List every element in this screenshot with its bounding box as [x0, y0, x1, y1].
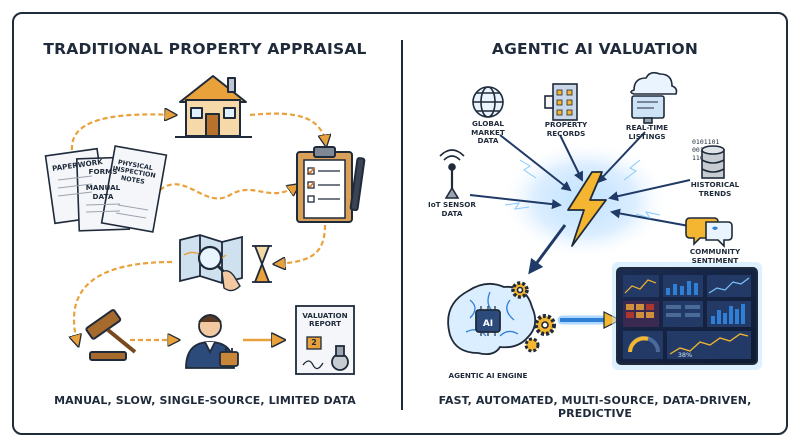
lightning-bolt-icon [567, 171, 607, 247]
appraiser-person-icon [185, 314, 239, 369]
globe-icon [472, 86, 504, 118]
left-panel-footer: MANUAL, SLOW, SINGLE-SOURCE, LIMITED DAT… [54, 394, 356, 407]
flow-arrow-bolt-to-engine [528, 224, 567, 275]
dashboard-percent-readout: 38% [678, 351, 692, 359]
map-magnifier-icon [179, 234, 243, 292]
panel-divider [401, 40, 403, 410]
iot-sensor-data-label: IoT SENSOR DATA [428, 200, 476, 218]
hourglass-icon [252, 245, 272, 283]
paperwork-stack-icon [44, 145, 168, 233]
manual-data-label: MANUAL DATA [85, 183, 121, 201]
database-icon [701, 145, 725, 179]
valuation-report-title: VALUATION REPORT [302, 311, 348, 328]
forms-label: FORMS [88, 167, 118, 176]
left-panel-title: TRADITIONAL PROPERTY APPRAISAL [43, 40, 367, 58]
analytics-dashboard-icon [612, 262, 762, 370]
flow-arrow-engine-to-dashboard [557, 311, 622, 329]
flow-arrow-clipboard-to-map [275, 224, 327, 264]
agentic-ai-engine-label: AGENTIC AI ENGINE [448, 371, 528, 380]
clipboard-checklist-icon [296, 146, 366, 223]
property-records-icon [544, 83, 578, 121]
community-chat-icon [685, 217, 733, 248]
gavel-icon [85, 309, 137, 361]
community-sentiment-label: COMMUNITY SENTIMENT [689, 247, 741, 265]
valuation-report-icon [295, 305, 355, 375]
ai-brain-engine-icon [447, 282, 537, 356]
right-panel-title: AGENTIC AI VALUATION [491, 40, 699, 58]
flow-arrow-papers-to-clipboard [159, 184, 298, 200]
flow-arrow-house-to-clipboard [249, 112, 326, 145]
house-icon [175, 75, 252, 138]
historical-trends-label: HISTORICAL TRENDS [690, 180, 740, 198]
realtime-listings-icon [630, 71, 678, 124]
iot-antenna-icon [439, 149, 465, 199]
ai-chip-label: AI [483, 319, 493, 329]
flow-arrow-paperwork-to-house [70, 114, 175, 151]
property-records-label: PROPERTY RECORDS [544, 120, 588, 138]
gear-icon [511, 281, 556, 353]
valuation-report-number: 2 [311, 338, 317, 347]
realtime-listings-label: REAL-TIME LISTINGS [625, 123, 669, 141]
global-market-data-label: GLOBAL MARKET DATA [471, 119, 505, 145]
right-panel-footer: FAST, AUTOMATED, MULTI-SOURCE, DATA-DRIV… [438, 394, 752, 420]
flow-arrow-map-to-gavel [74, 260, 173, 345]
data-streams [469, 131, 701, 229]
